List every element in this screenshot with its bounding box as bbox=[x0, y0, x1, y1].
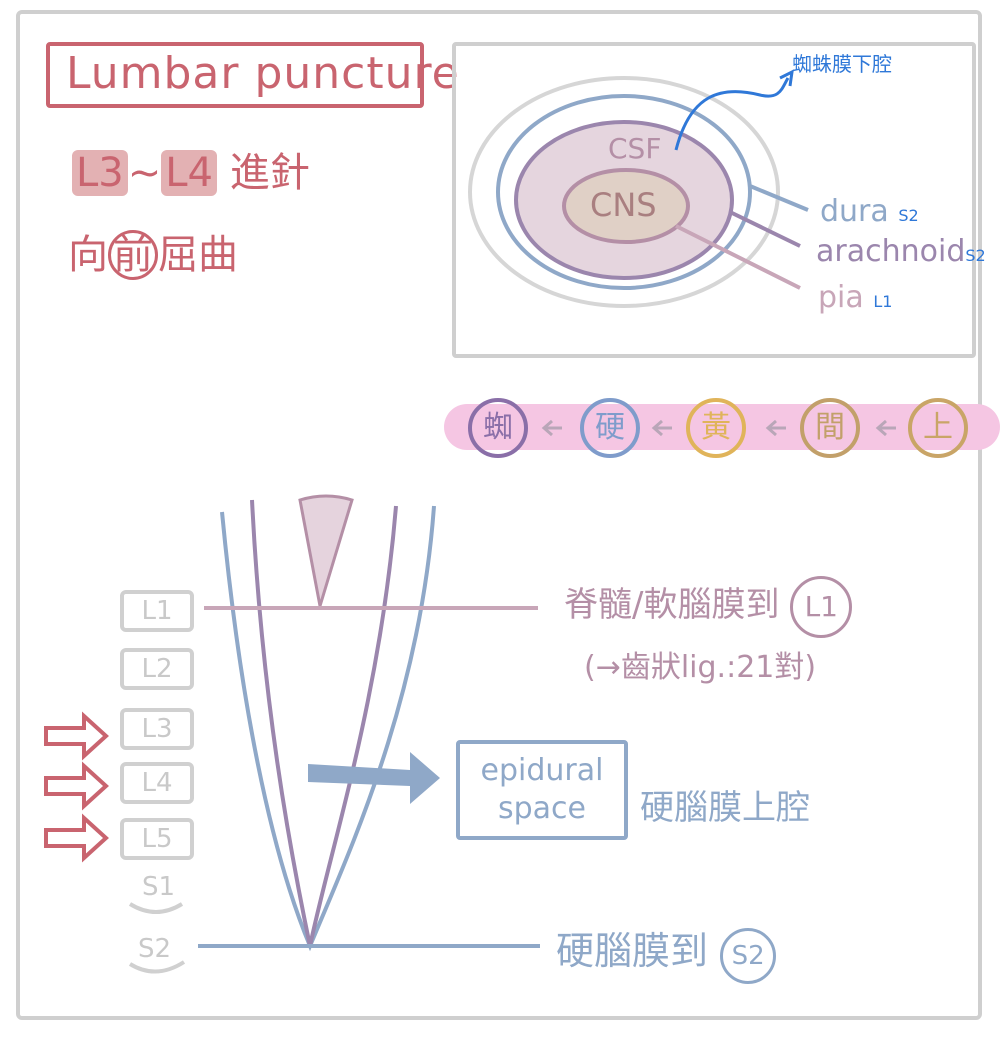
page-frame bbox=[16, 10, 982, 1020]
sequence-item-2: 硬 bbox=[580, 398, 640, 458]
flex-post: 屈曲 bbox=[158, 232, 238, 278]
sequence-item-5: 上 bbox=[908, 398, 968, 458]
epidural-box: epidural space bbox=[456, 740, 628, 840]
tilde: ~ bbox=[127, 150, 162, 196]
s1-curve bbox=[128, 902, 184, 914]
level-a: L3 bbox=[72, 150, 128, 196]
vertebra-l1: L1 bbox=[120, 590, 194, 632]
meninges-inset bbox=[452, 42, 976, 358]
cord-level: L1 bbox=[790, 576, 853, 638]
cns-core bbox=[562, 168, 690, 244]
vertebra-l4: L4 bbox=[120, 762, 194, 804]
vertebra-l3: L3 bbox=[120, 708, 194, 750]
sequence-item-3: 黃 bbox=[686, 398, 746, 458]
subarachnoid-label: 蜘蛛膜下腔 bbox=[792, 52, 892, 76]
arachnoid-level: S2 bbox=[965, 246, 986, 265]
arachnoid-leader bbox=[729, 210, 801, 248]
pia-leader bbox=[675, 224, 801, 290]
arachnoid-label: arachnoidS2 bbox=[816, 234, 986, 269]
dura-level: S2 bbox=[898, 206, 919, 225]
cns-label: CNS bbox=[590, 186, 657, 224]
dentate-note: (→齒狀lig.:21對) bbox=[584, 650, 817, 685]
level-b: L4 bbox=[161, 150, 217, 196]
page-title: Lumbar puncture bbox=[66, 48, 460, 99]
sacral-s1: S1 bbox=[142, 872, 176, 902]
flexion-note: 向前屈曲 bbox=[68, 222, 238, 280]
sequence-item-4: 間 bbox=[800, 398, 860, 458]
pia-label: pia L1 bbox=[818, 280, 892, 315]
dura-note-text: 硬腦膜到 bbox=[556, 929, 709, 973]
dura-text: dura bbox=[820, 194, 889, 229]
sequence-item-1: 蜘 bbox=[468, 398, 528, 458]
pia-level: L1 bbox=[873, 292, 893, 311]
needle-level-note: L3~L4 進針 bbox=[72, 140, 310, 198]
csf-label: CSF bbox=[608, 132, 662, 165]
needle-text: 進針 bbox=[229, 150, 310, 196]
vertebra-l5: L5 bbox=[120, 818, 194, 860]
dura-label: dura S2 bbox=[820, 194, 919, 229]
arachnoid-text: arachnoid bbox=[816, 234, 966, 269]
title-box bbox=[46, 42, 424, 108]
sacral-s2: S2 bbox=[138, 934, 172, 964]
subarachnoid-arrow bbox=[674, 77, 790, 151]
spinal-cord-tip bbox=[298, 494, 354, 607]
vertebra-l2: L2 bbox=[120, 648, 194, 690]
pia-text: pia bbox=[818, 280, 864, 315]
dura-ring bbox=[496, 94, 752, 290]
dura-note-level: S2 bbox=[720, 928, 777, 984]
cord-note-text: 脊髓/軟腦膜到 bbox=[564, 585, 780, 625]
s2-curve bbox=[128, 960, 186, 974]
cord-note: 脊髓/軟腦膜到 L1 bbox=[564, 576, 853, 638]
sequence-arrows bbox=[541, 419, 896, 437]
dura-note: 硬腦膜到 S2 bbox=[556, 920, 777, 984]
epidural-arrow bbox=[308, 752, 440, 804]
puncture-arrows bbox=[44, 711, 109, 863]
flex-circled: 前 bbox=[108, 230, 158, 280]
outer-ring bbox=[468, 76, 780, 308]
dura-leader bbox=[749, 184, 809, 212]
subarachnoid-arrowhead bbox=[779, 69, 794, 87]
flex-pre: 向 bbox=[68, 232, 108, 278]
epidural-cn: 硬腦膜上腔 bbox=[640, 788, 810, 828]
